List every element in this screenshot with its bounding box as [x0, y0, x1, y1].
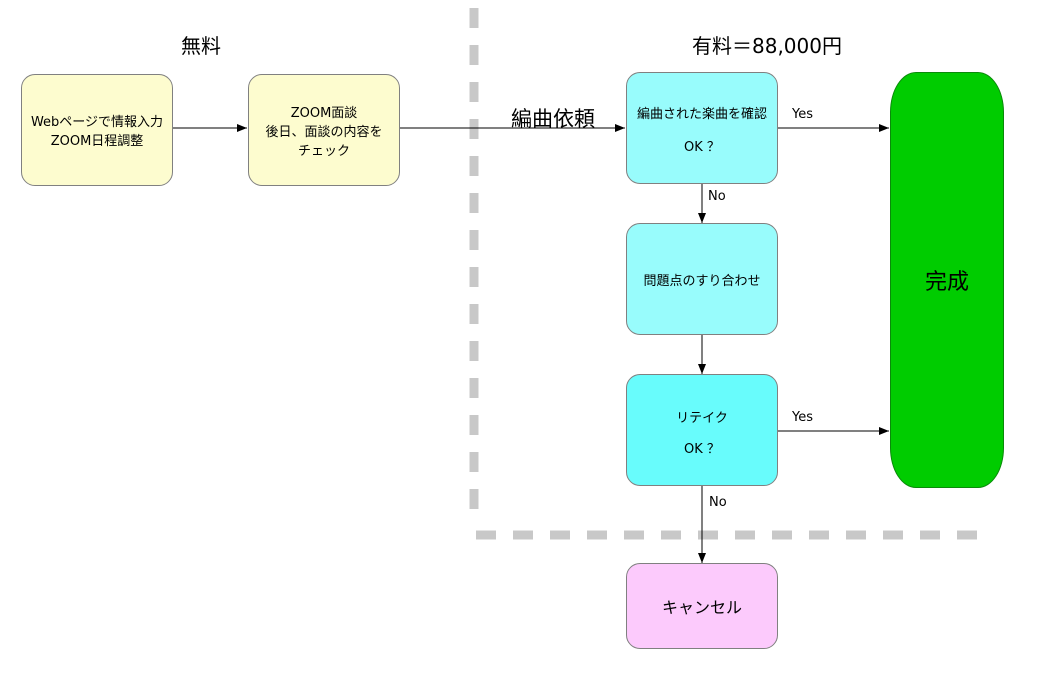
yes-label-confirm: Yes: [792, 107, 813, 122]
web-form-line1: Webページで情報入力: [30, 115, 164, 130]
no-label-retake: No: [709, 495, 727, 510]
retake-line2: OK ？: [684, 442, 720, 457]
request-arrangement-label: 編曲依頼: [511, 107, 595, 131]
free-section-label: 無料: [181, 34, 221, 58]
retake-node: リテイク OK ？: [626, 374, 778, 486]
zoom-line1: ZOOM面談: [290, 105, 358, 121]
web-form-line2: ZOOM日程調整: [50, 134, 144, 149]
no-label-confirm: No: [708, 189, 726, 204]
paid-section-label: 有料＝88,000円: [692, 34, 842, 58]
web-form-node: Webページで情報入力 ZOOM日程調整: [21, 74, 173, 186]
zoom-interview-node: ZOOM面談 後日、面談の内容を チェック: [248, 74, 400, 186]
complete-label: 完成: [924, 270, 969, 295]
issue-line1: 問題点のすり合わせ: [643, 273, 761, 289]
cancel-node: キャンセル: [626, 563, 778, 649]
cancel-label: キャンセル: [661, 598, 742, 617]
zoom-line2: 後日、面談の内容を: [265, 124, 383, 140]
confirm-line1: 編曲された楽曲を確認: [636, 107, 767, 122]
yes-label-retake: Yes: [792, 410, 813, 425]
retake-line1: リテイク: [676, 411, 728, 426]
issue-alignment-node: 問題点のすり合わせ: [626, 223, 778, 335]
confirm-line2: OK ？: [684, 140, 720, 155]
zoom-line3: チェック: [297, 143, 350, 159]
confirm-arrangement-node: 編曲された楽曲を確認 OK ？: [626, 72, 778, 184]
complete-node: 完成: [890, 72, 1004, 488]
